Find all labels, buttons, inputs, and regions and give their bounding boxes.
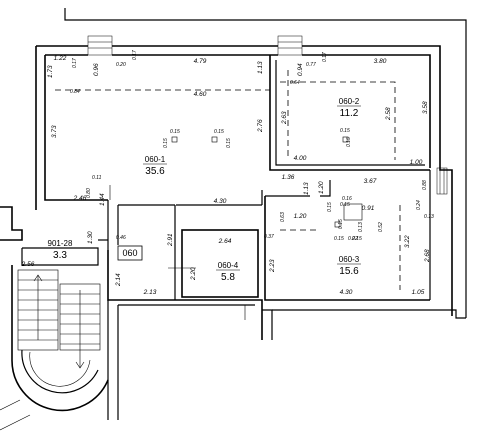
- room-id-060-3: 060-3: [339, 255, 360, 264]
- dimension-label: 2.91: [167, 233, 174, 247]
- dimension-label: 1.05: [412, 289, 425, 296]
- dimension-label: 2.64: [218, 238, 232, 245]
- room-id-901-28: 901-28: [48, 239, 73, 248]
- top-opening-right: [277, 35, 303, 56]
- dimension-label: 0.96: [93, 63, 100, 76]
- top-opening-left: [87, 35, 113, 56]
- staircase: [0, 206, 109, 431]
- dimension-label: 0.52: [378, 222, 384, 232]
- room-labels: 060-1 35.6 060-2 11.2 060-3 15.6 060-4 5…: [48, 97, 361, 283]
- dimension-label: 0.15: [340, 128, 350, 134]
- room-area-060-4: 5.8: [221, 272, 235, 283]
- dimension-label: 1.20: [318, 181, 325, 194]
- dimension-label: 0.46: [116, 235, 126, 241]
- dimension-label: 1.20: [294, 213, 307, 220]
- dimension-label: 3.73: [51, 125, 58, 138]
- dimension-label: 1.13: [257, 61, 264, 74]
- dimension-label: 3.80: [374, 58, 387, 65]
- room-id-060-4: 060-4: [218, 261, 239, 270]
- dimension-label: 0.22: [348, 236, 358, 242]
- dimension-label: 1.00: [410, 159, 423, 166]
- room-060-3-walls: [264, 170, 431, 301]
- dimension-label: 0.17: [72, 58, 78, 68]
- dimension-label: 1.30: [87, 231, 94, 244]
- inner-wall-left: [44, 55, 108, 201]
- dimension-label: 0.20: [116, 62, 126, 68]
- zone-label-box: [117, 245, 143, 261]
- dimension-label: 0.15: [163, 138, 169, 148]
- dimension-label: 4.30: [340, 289, 353, 296]
- dimension-label: 0.15: [170, 129, 180, 135]
- room-area-060-3: 15.6: [339, 266, 359, 277]
- dimension-label: 2.68: [424, 249, 431, 263]
- right-opening: [436, 167, 448, 195]
- corridor-walls: [107, 250, 466, 420]
- dimension-label: 0.11: [92, 175, 102, 181]
- dimension-label: 0.17: [322, 52, 328, 62]
- dimension-label: 2.56: [21, 261, 35, 268]
- dimension-label: 0.15: [352, 236, 362, 242]
- dimension-label: 0.80: [86, 188, 92, 198]
- room-area-060-1: 35.6: [145, 166, 165, 177]
- dimension-label: 0.15: [346, 137, 352, 147]
- dimension-label: 3.22: [404, 235, 411, 248]
- dimension-label: 0.15: [340, 202, 350, 208]
- dimension-label: 3.67: [364, 178, 377, 185]
- dimension-label: 1.22: [54, 55, 67, 62]
- dimension-label: 3.58: [422, 101, 429, 114]
- dimension-label: 1.13: [303, 182, 310, 195]
- room-id-060-1: 060-1: [145, 155, 166, 164]
- dimension-label: 0.24: [416, 200, 422, 210]
- dimension-label: 4.79: [194, 58, 207, 65]
- inner-top-c: [302, 54, 431, 168]
- dimension-label: 0.63: [280, 212, 286, 222]
- dimension-label: 0.64: [290, 80, 300, 86]
- dimension-label: 0.16: [342, 196, 352, 202]
- dimension-label: 0.94: [297, 63, 304, 76]
- room-area-060-2: 11.2: [340, 108, 359, 119]
- dimension-label: 0.15: [334, 236, 344, 242]
- dimension-label: 2.46: [73, 195, 87, 202]
- zone-label: 060: [122, 248, 137, 258]
- outer-wall-top-right: [64, 8, 467, 318]
- dimension-label: 2.13: [143, 289, 157, 296]
- dimension-label: 4.60: [194, 91, 207, 98]
- dimension-label: 0.13: [424, 214, 434, 220]
- dimension-label: 1.73: [47, 65, 54, 78]
- dimension-label: 2.58: [385, 107, 392, 121]
- dimension-label: 2.76: [257, 119, 264, 133]
- dimension-label: 0.15: [226, 138, 232, 148]
- dimension-label: 0.13: [358, 222, 364, 232]
- dimension-label: 1.36: [282, 174, 295, 181]
- dimension-label: 0.88: [422, 180, 428, 190]
- dimension-label: 1.44: [99, 193, 106, 206]
- dimension-label: 0.15: [338, 219, 344, 229]
- dimension-label: 0.15: [327, 202, 333, 212]
- exterior-walls: [35, 8, 467, 318]
- dimension-label: 0.17: [132, 50, 138, 60]
- dimension-labels: 1.22 0.17 0.96 0.20 0.17 4.79 1.13 0.94 …: [21, 50, 434, 296]
- dimension-label: 0.84: [70, 89, 80, 95]
- room-060-1-walls: [55, 89, 270, 300]
- room-id-060-2: 060-2: [339, 97, 360, 106]
- dimension-label: 4.00: [294, 155, 307, 162]
- room-area-901-28: 3.3: [53, 250, 67, 261]
- dimension-label: 0.15: [214, 129, 224, 135]
- dimension-label: 0.37: [264, 234, 274, 240]
- dimension-label: 4.30: [214, 198, 227, 205]
- dimension-label: 2.63: [281, 111, 288, 125]
- dimension-label: 2.14: [115, 273, 122, 287]
- dimension-label: 0.77: [306, 62, 316, 68]
- dimension-label: 0.91: [362, 205, 375, 212]
- dimension-label: 2.23: [269, 259, 276, 273]
- room-060-4-walls: [168, 229, 259, 298]
- room-060-2-walls: [269, 55, 430, 171]
- dimension-label: 2.20: [190, 267, 197, 281]
